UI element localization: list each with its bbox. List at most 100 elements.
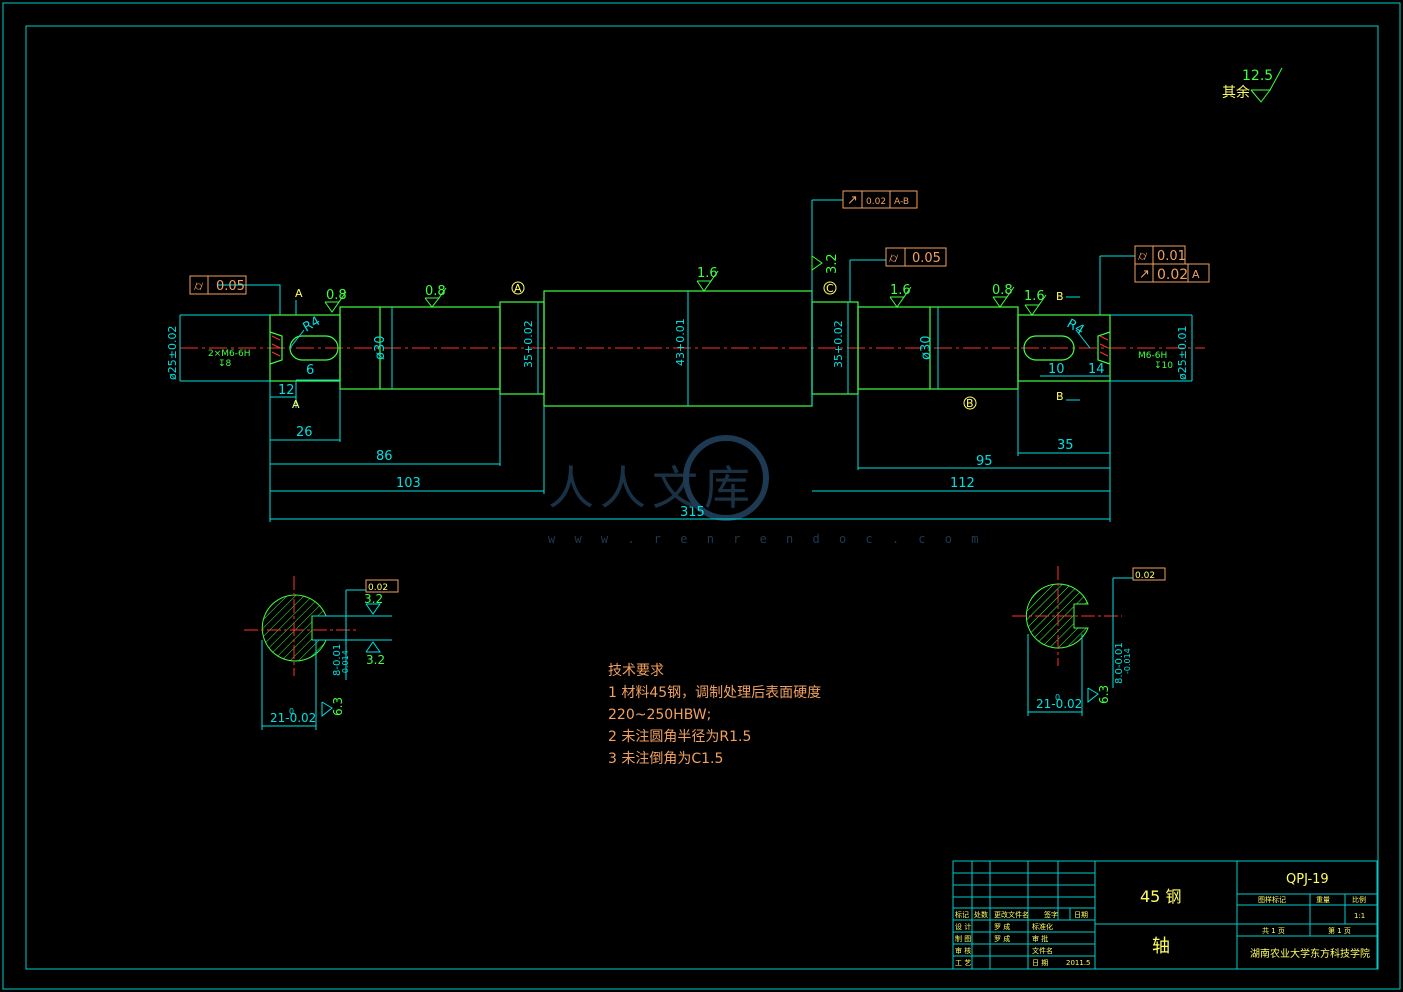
tb-r-check: 审 核 [955, 946, 971, 955]
tb-r-draw: 制 图 [955, 934, 971, 943]
tol-far-right-value: 0.01 [1157, 249, 1186, 264]
notes-line1: 1 材料45钢，调制处理后表面硬度 [608, 685, 822, 701]
datum-c-label: C [826, 282, 834, 295]
cut-b-top: B [1056, 290, 1064, 303]
dimension-lines [179, 199, 1193, 522]
roughness-label-3: 1.6 [697, 266, 718, 281]
svg-text:⌭: ⌭ [194, 279, 204, 294]
notes-title: 技术要求 [608, 663, 664, 679]
roughness-other-value: 12.5 [1242, 68, 1273, 84]
tb-n2: 罗 成 [994, 934, 1010, 943]
roughness-label-6: 1.6 [1024, 289, 1045, 304]
dim-12: 12 [278, 383, 295, 398]
tolerance-values: ⌭ 0.05 ↗ 0.02 A-B ⌭ 0.05 ⌭ 0.01 ↗ 0.02 A… [194, 193, 1200, 593]
center-hole-hatch [271, 335, 1109, 357]
section-view-a: 3.2 3.2 6.3 21-0.02 0 8-0.01 -0.014 [244, 576, 392, 730]
title-block [952, 860, 1378, 970]
dim-d25-left: ø25±0.02 [166, 326, 179, 380]
tol-far-right-value2: 0.02 [1157, 267, 1188, 283]
dim-6: 6 [306, 363, 314, 378]
tol-far-right-ref: A [1192, 268, 1200, 281]
dim-86: 86 [376, 449, 393, 464]
cut-a-bottom: A [292, 398, 300, 411]
sec-a-rough-side: 6.3 [331, 697, 345, 716]
tb-material: 45 钢 [1140, 887, 1181, 906]
dim-d35-left: 35+0.02 [522, 320, 535, 368]
roughness-label-1: 0.8 [326, 288, 347, 303]
dim-d43: 43+0.01 [674, 318, 687, 366]
cut-b-bottom: B [1056, 390, 1064, 403]
tb-drawing-no: QPJ-19 [1286, 872, 1329, 887]
sec-a-rough-bottom: 3.2 [366, 653, 385, 667]
thread-left-depth: ↧8 [218, 359, 232, 369]
roughness-marks [324, 255, 1047, 316]
roughness-label-4: 1.6 [890, 283, 911, 298]
tb-weight: 重量 [1316, 896, 1330, 904]
tol-left-value: 0.05 [216, 279, 245, 294]
tb-scale-h: 比例 [1352, 895, 1366, 904]
thread-callouts: 2×M6-6H ↧8 M6-6H ↧10 [208, 349, 1173, 371]
tol-mid-value: 0.02 [866, 197, 886, 207]
tb-n1: 罗 成 [994, 922, 1010, 931]
title-block-small-text: 标记 处数 更改文件名 签字 日期 设 计 制 图 审 核 工 艺 罗 成 罗 … [955, 895, 1366, 967]
tb-r-design: 设 计 [955, 922, 971, 931]
dim-r4-left: R4 [301, 314, 323, 336]
tb-sheet-no: 第 1 页 [1328, 926, 1351, 935]
tb-school: 湖南农业大学东方科技学院 [1250, 947, 1370, 960]
sec-b-depth: 8.0-0.01 [1114, 642, 1125, 684]
dimension-texts: 12 6 26 86 103 315 10 14 35 95 112 ø25±0… [166, 314, 1189, 520]
dim-r4-right: R4 [1064, 316, 1086, 338]
tol-key-right: 0.02 [1135, 571, 1155, 581]
tb-date: 2011.5 [1066, 959, 1091, 967]
thread-right-depth: ↧10 [1154, 361, 1173, 371]
tb-h-mark: 标记 [955, 910, 969, 919]
tb-r-craft: 工 艺 [955, 959, 971, 967]
title-block-main-text: 45 钢 轴 QPJ-19 湖南农业大学东方科技学院 [1140, 872, 1370, 960]
tb-stage: 图样标记 [1258, 895, 1286, 904]
tol-right-value: 0.05 [912, 251, 941, 266]
sec-b-width: 21-0.02 [1036, 697, 1082, 711]
sec-b-rough-side: 6.3 [1097, 685, 1111, 704]
roughness-other: 其余 12.5 [1222, 67, 1283, 103]
svg-text:⌭: ⌭ [1138, 249, 1148, 264]
svg-text:↗: ↗ [1139, 267, 1150, 282]
sec-a-rough-top: 3.2 [364, 592, 383, 606]
tolerance-frames [189, 190, 1210, 593]
datum-a-label: A [514, 282, 522, 295]
tb-h-sign: 签字 [1044, 910, 1058, 919]
inner-border [25, 25, 1379, 970]
tol-mid-ref: A-B [894, 197, 909, 207]
roughness-labels: 0.8 0.8 1.6 1.6 0.8 1.6 3.2 [326, 253, 1045, 304]
roughness-label-7: 3.2 [825, 253, 840, 274]
dim-d30-left: ø30 [373, 336, 388, 361]
tol-key-left: 0.02 [368, 583, 388, 593]
sec-a-depth-lower: -0.014 [341, 650, 350, 676]
dim-d35-right: 35+0.02 [832, 320, 845, 368]
sec-a-width-zero: 0 [289, 707, 294, 716]
tb-scale: 1:1 [1354, 912, 1365, 920]
watermark-logo [683, 435, 769, 521]
tb-h-date: 日期 [1074, 911, 1088, 919]
dim-10: 10 [1048, 362, 1065, 377]
watermark-text: 人人文库 [548, 461, 756, 515]
dim-d30-right: ø30 [919, 336, 934, 361]
tb-h-file: 更改文件名 [994, 910, 1029, 919]
datum-markers: A C B A A B B [292, 281, 1064, 411]
thread-right: M6-6H [1138, 351, 1167, 361]
watermark-url: w w w . r e n r e n d o c . c o m [548, 532, 985, 546]
tb-audit: 审 批 [1032, 934, 1048, 943]
dim-103: 103 [396, 476, 421, 491]
svg-text:↗: ↗ [847, 193, 858, 208]
dim-315: 315 [680, 505, 705, 520]
datum-b-label: B [966, 397, 974, 410]
roughness-label-2: 0.8 [425, 284, 446, 299]
roughness-label-5: 0.8 [992, 283, 1013, 298]
technical-requirements: 技术要求 1 材料45钢，调制处理后表面硬度 220~250HBW; 2 未注圆… [608, 660, 821, 770]
sec-b-depth-lower: -0.014 [1123, 648, 1132, 674]
roughness-other-label: 其余 [1222, 84, 1250, 101]
tb-std: 标准化 [1032, 922, 1053, 931]
dim-26: 26 [296, 425, 313, 440]
sec-a-depth: 8-0.01 [332, 644, 343, 676]
